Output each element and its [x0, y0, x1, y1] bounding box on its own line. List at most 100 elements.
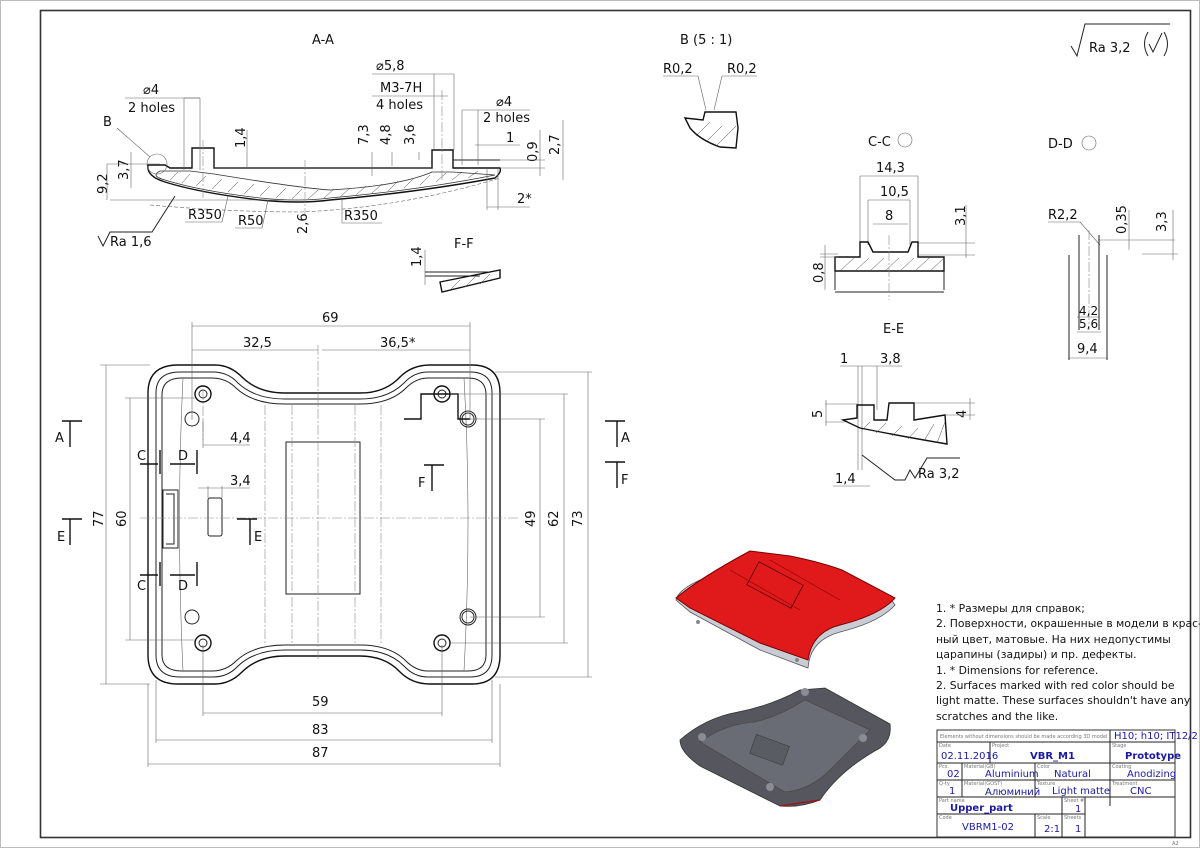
dim: M3-7H: [380, 81, 422, 96]
section-mark-e-left: [62, 518, 82, 545]
section-label: D: [178, 449, 188, 464]
dim: 5,6: [1079, 317, 1098, 331]
dim: 60: [115, 510, 130, 527]
section-e-e: E-E 1 3,8 5 4 1,4 Ra 3,2: [811, 322, 975, 487]
label: Texture: [1036, 781, 1055, 787]
title-block: Elements without dimensions should be ma…: [936, 729, 1198, 847]
section-f-f-title: F-F: [454, 237, 474, 252]
section-a-a: A-A B ⌀4 2 holes ⌀5,8 M3-7H: [96, 33, 564, 250]
stage-value: Prototype: [1125, 751, 1181, 762]
label: Coating: [1112, 764, 1131, 770]
general-roughness-symbol: Ra 3,2: [1070, 23, 1170, 58]
sheets-value: 1: [1075, 824, 1081, 835]
dim: 1: [840, 352, 848, 367]
section-mark-f-inner: [424, 464, 444, 491]
note-line: ный цвет, матовые. На них недопустимы: [936, 632, 1171, 646]
dim: 4: [955, 410, 970, 418]
label: Q-ty: [939, 781, 950, 787]
detail-b-title: B (5 : 1): [680, 33, 732, 48]
note-line: 1. * Dimensions for reference.: [936, 663, 1099, 677]
label: Sheet #: [1064, 798, 1084, 804]
section-c-c: C-C 14,3 10,5 8 3,1 0,8: [812, 132, 975, 300]
dim: R0,2: [663, 62, 693, 77]
section-mark-c: [140, 450, 161, 586]
dim: 62: [547, 510, 562, 527]
pcs-value: 02: [947, 769, 960, 780]
dim: 69: [322, 311, 339, 326]
dim: 3,6: [403, 124, 418, 145]
dim: 0,9: [526, 141, 541, 162]
dim: 2 holes: [483, 111, 530, 126]
dim: 1,4: [835, 472, 856, 487]
dim: 9,2: [96, 173, 111, 194]
dim: 3,7: [117, 159, 132, 180]
note-line: 1. * Размеры для справок;: [936, 602, 1085, 615]
section-mark-a-left: [62, 420, 82, 447]
dim: 1: [506, 131, 514, 146]
dim: 5: [811, 410, 826, 418]
label: Material(GOST): [964, 781, 1002, 787]
texture-value: Light matte: [1052, 786, 1110, 797]
dim: 4,2: [1079, 304, 1098, 318]
code-value: VBRM1-02: [962, 822, 1014, 833]
detail-b-ref: B: [103, 115, 112, 130]
project-value: VBR_M1: [1030, 751, 1075, 762]
material-gb-value: Aluminium: [985, 769, 1039, 780]
dim: 0,8: [812, 262, 827, 283]
dim: ⌀4: [143, 83, 159, 98]
section-f-f: F-F 1,4: [410, 237, 501, 293]
dim: 2*: [517, 192, 532, 207]
note-line: light matte. These surfaces shouldn't ha…: [936, 694, 1191, 708]
part-name-value: Upper_part: [950, 803, 1013, 814]
dim: 32,5: [243, 336, 272, 351]
dim: 8: [885, 209, 893, 224]
dim: R2,2: [1048, 208, 1078, 223]
label: Color: [1037, 764, 1051, 770]
coating-value: Anodizing: [1127, 769, 1176, 780]
section-c-c-title: C-C: [868, 135, 891, 150]
dim: 3,1: [954, 205, 969, 226]
sheet-format: A2: [1172, 841, 1179, 847]
section-mark-d: [170, 450, 198, 586]
section-label: E: [57, 530, 65, 545]
date-value: 02.11.2016: [941, 751, 998, 762]
dim: ⌀5,8: [376, 59, 405, 74]
label: Material(GB): [964, 764, 996, 770]
dim: 0,35: [1115, 205, 1130, 234]
label: Scale: [1037, 815, 1050, 821]
section-d-d: D-D R2,2 0,35 3,3 4,2 5,6 9,4: [1048, 135, 1178, 360]
label: Treatment: [1111, 781, 1137, 787]
section-label: A: [621, 431, 630, 446]
dim: 2,7: [548, 134, 563, 155]
section-a-a-title: A-A: [312, 33, 334, 48]
drawing-frame: [39, 9, 1192, 839]
dim: 77: [92, 510, 107, 527]
dim: 2,6: [296, 213, 311, 234]
dim: 3,4: [230, 474, 251, 489]
technical-notes: 1. * Размеры для справок; 2. Поверхности…: [936, 601, 1200, 724]
section-label: D: [178, 579, 188, 594]
scale-value: 2:1: [1044, 824, 1060, 835]
treatment-value: CNC: [1130, 786, 1151, 797]
label: Date: [939, 743, 951, 749]
label: Stage: [1112, 743, 1126, 749]
dim: 3,3: [1155, 211, 1170, 232]
section-label: A: [55, 431, 64, 446]
dim: 3,8: [880, 352, 901, 367]
detail-b: B (5 : 1) R0,2 R0,2: [663, 33, 757, 149]
dim: 10,5: [880, 185, 909, 200]
label: Part name: [939, 798, 965, 804]
dim: R50: [238, 214, 264, 229]
dim: 1,4: [410, 246, 425, 267]
color-value: Natural: [1054, 769, 1091, 780]
section-label: C: [137, 579, 146, 594]
model-render-top: [675, 550, 896, 669]
dim: 36,5*: [380, 336, 416, 351]
tolerance: H10; h10; IT12/2: [1114, 731, 1198, 742]
label: Pcs.: [939, 764, 949, 770]
note-line: 2. Поверхности, окрашенные в модели в кр…: [936, 617, 1200, 631]
plan-view: 69 32,5 36,5* 4,4 3,4 77 60 49 62 73 59 …: [55, 311, 630, 767]
dim: 9,4: [1077, 342, 1098, 357]
label: Sheets: [1064, 815, 1081, 821]
